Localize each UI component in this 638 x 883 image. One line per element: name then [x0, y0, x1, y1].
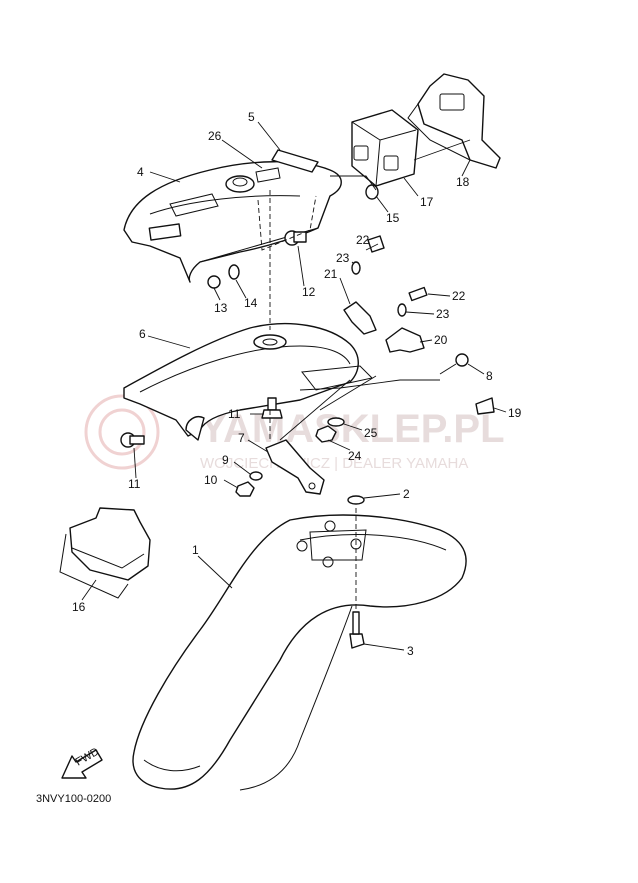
- label-leaders: [81, 121, 507, 651]
- label-23-upper: 23: [336, 251, 350, 265]
- label-14: 14: [244, 296, 258, 310]
- fwd-arrow: FWD: [61, 746, 103, 779]
- label-25: 25: [364, 426, 378, 440]
- label-12: 12: [302, 285, 316, 299]
- label-22-upper: 22: [356, 233, 370, 247]
- label-20: 20: [434, 333, 448, 347]
- label-10: 10: [204, 473, 218, 487]
- label-26: 26: [208, 129, 222, 143]
- label-8: 8: [486, 369, 493, 383]
- label-5: 5: [248, 110, 255, 124]
- label-23-lower: 23: [436, 307, 450, 321]
- part-20-bracket: [385, 327, 425, 353]
- drawing-code: 3NVY100-0200: [36, 793, 111, 805]
- part-21-bracket: [343, 301, 377, 335]
- label-1: 1: [192, 543, 199, 557]
- part-16-reflector: [59, 507, 151, 599]
- part-17-tail-lamp: [351, 109, 419, 187]
- part-18-plate-bracket: [407, 73, 501, 169]
- label-11-lower: 11: [128, 477, 141, 491]
- label-2: 2: [403, 487, 410, 501]
- label-13: 13: [214, 301, 228, 315]
- label-15: 15: [386, 211, 400, 225]
- watermark-logo-inner: [98, 408, 146, 456]
- part-7-stay: [265, 439, 325, 495]
- label-11-upper: 11: [228, 407, 241, 421]
- part-4-rear-cover: [123, 149, 342, 283]
- part-1-rear-fender: [132, 514, 467, 791]
- part-6-inner-fender: [123, 322, 374, 441]
- label-22-lower: 22: [452, 289, 466, 303]
- label-18: 18: [456, 175, 470, 189]
- assembly-lines: [257, 139, 471, 612]
- watermark: YAMASKLEP.PL WOJCIECHOWICZ | DEALER YAMA…: [84, 394, 505, 472]
- watermark-subline: WOJCIECHOWICZ | DEALER YAMAHA: [200, 455, 468, 472]
- part-numbers: 1 2 3 4 5 6 7 8 9 10 11 11 12 13 14 15 1…: [72, 110, 522, 658]
- watermark-brand: YAMASKLEP.PL: [200, 407, 505, 451]
- label-9: 9: [222, 453, 229, 467]
- label-6: 6: [139, 327, 146, 341]
- watermark-logo-ring: [84, 394, 160, 470]
- label-17: 17: [420, 195, 434, 209]
- label-4: 4: [137, 165, 144, 179]
- label-21: 21: [324, 267, 338, 281]
- label-19: 19: [508, 406, 522, 420]
- label-16: 16: [72, 600, 86, 614]
- label-3: 3: [407, 644, 414, 658]
- fasteners: [120, 184, 495, 649]
- label-24: 24: [348, 449, 362, 463]
- label-7: 7: [238, 431, 245, 445]
